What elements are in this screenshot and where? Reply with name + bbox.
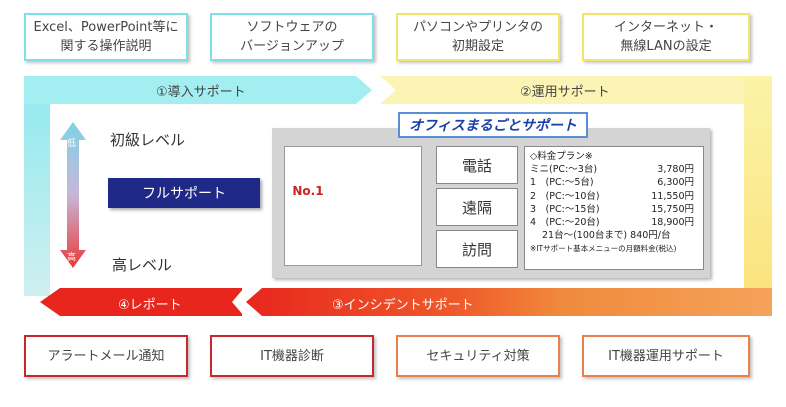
price-extra: 21台～(100台まで) 840円/台	[542, 230, 671, 242]
level-beginner: 初級レベル	[110, 131, 186, 149]
bottom-box-1: アラートメール通知	[24, 335, 188, 377]
left-band	[24, 76, 50, 296]
arrow-4-label: ④レポート	[118, 298, 182, 313]
top-box-4-line2: 無線LANの設定	[620, 39, 712, 54]
top-box-2-line2: バージョンアップ	[240, 39, 344, 54]
level-arrow	[60, 122, 86, 268]
plan-name: 3 (PC:～15台)	[530, 203, 600, 215]
bottom-box-2: IT機器診断	[210, 335, 374, 377]
bottom-box-3: セキュリティ対策	[396, 335, 560, 377]
top-box-2-line1: ソフトウェアの	[246, 20, 338, 35]
illustration-frame	[284, 146, 422, 266]
no1-sign: 選べるサービス サポート充実度 No.1	[290, 163, 326, 199]
plan-name: 2 (PC:～10台)	[530, 190, 600, 202]
top-box-4-line1: インターネット・	[613, 20, 718, 35]
arrow-2-label: ②運用サポート	[520, 85, 610, 100]
top-box-1: Excel、PowerPoint等に関する操作説明	[24, 13, 188, 61]
plan-name: ミニ(PC:～3台)	[530, 164, 598, 176]
arrow-3-label: ③インシデントサポート	[332, 298, 474, 313]
bottom-box-4-label: IT機器運用サポート	[608, 348, 724, 364]
price-plan-box: ◇料金プラン※ ミニ(PC:～3台) 3,780円 1 (PC:～5台) 6,300…	[524, 146, 704, 270]
top-box-1-line2: 関する操作説明	[60, 39, 152, 54]
top-box-3: パソコンやプリンタの初期設定	[396, 13, 560, 61]
arrow-4-shape	[40, 288, 242, 316]
sign-line-1: 選べるサービス	[290, 163, 326, 169]
plan-price: 6,300円	[657, 177, 694, 189]
arrow-1-label: ①導入サポート	[156, 85, 246, 100]
service-phone: 電話	[436, 146, 518, 184]
price-row: ミニ(PC:～3台) 3,780円	[530, 163, 698, 176]
price-heading: ◇料金プラン※	[530, 151, 593, 162]
price-row: 1 (PC:～5台) 6,300円	[530, 176, 698, 189]
right-band	[744, 76, 772, 314]
price-footnote: ※ITサポート基本メニューの月額料金(税込)	[530, 244, 677, 254]
service-visit: 訪問	[436, 230, 518, 268]
top-box-2: ソフトウェアのバージョンアップ	[210, 13, 374, 61]
bottom-box-2-label: IT機器診断	[260, 348, 324, 364]
price-row: 2 (PC:～10台) 11,550円	[530, 190, 698, 203]
plan-price: 15,750円	[651, 203, 694, 215]
sign-line-2: サポート充実度	[290, 170, 326, 176]
bottom-box-4: IT機器運用サポート	[582, 335, 750, 377]
level-low-tag: 低	[67, 139, 77, 149]
sign-line-3: No.1	[292, 184, 324, 198]
top-box-3-line2: 初期設定	[451, 39, 504, 54]
arrow-1-shape	[24, 76, 372, 104]
plan-price: 11,550円	[651, 190, 694, 202]
plan-price: 18,900円	[651, 217, 694, 229]
plan-name: 1 (PC:～5台)	[530, 177, 594, 189]
top-box-4: インターネット・無線LANの設定	[582, 13, 750, 61]
full-support-banner: フルサポート	[108, 178, 260, 208]
top-box-3-line1: パソコンやプリンタの	[412, 20, 543, 35]
bottom-box-1-label: アラートメール通知	[47, 348, 165, 364]
price-row: 4 (PC:～20台) 18,900円	[530, 216, 698, 229]
plan-name: 4 (PC:～20台)	[530, 217, 600, 229]
arrow-2-shape	[380, 76, 772, 104]
top-box-1-line1: Excel、PowerPoint等に	[33, 20, 179, 35]
arrow-3-shape	[246, 288, 772, 316]
plan-price: 3,780円	[657, 164, 694, 176]
level-advanced: 高レベル	[112, 256, 173, 274]
arrow-gap	[232, 288, 244, 316]
service-remote: 遠隔	[436, 188, 518, 226]
level-high-tag: 高	[67, 253, 77, 263]
price-row: 3 (PC:～15台) 15,750円	[530, 203, 698, 216]
bottom-box-3-label: セキュリティ対策	[426, 348, 530, 364]
panel-title: オフィスまるごとサポート	[398, 112, 588, 138]
